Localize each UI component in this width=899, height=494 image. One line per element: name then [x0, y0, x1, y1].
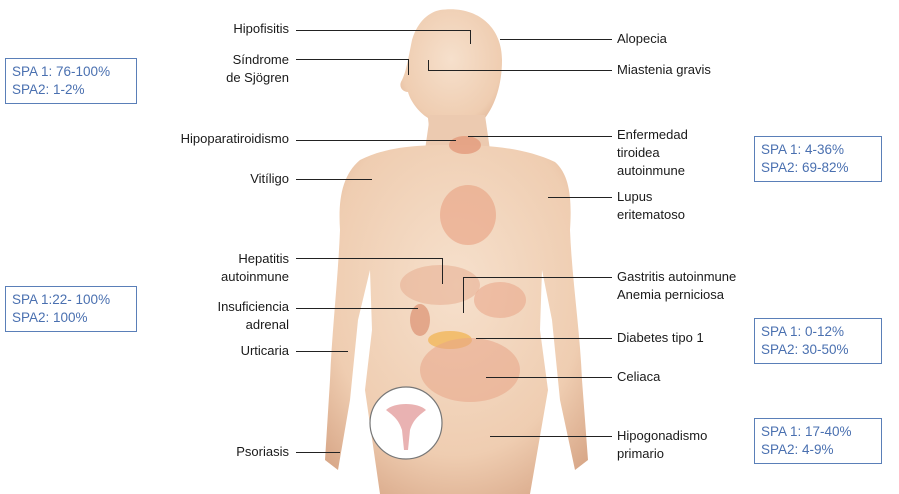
leader-miastenia-rise — [428, 60, 429, 70]
leader-hipofisitis — [296, 30, 470, 31]
liver-organ — [400, 265, 480, 305]
label-insuficiencia-line2: adrenal — [217, 316, 289, 334]
label-urticaria-text: Urticaria — [241, 343, 289, 358]
leader-hipogonadismo — [490, 436, 612, 437]
intestine-organ — [420, 338, 520, 402]
spa-box-1: SPA 1: 76-100% SPA2: 1-2% — [5, 58, 137, 104]
leader-gastritis — [463, 277, 612, 278]
spa-box-5-line2: SPA2: 4-9% — [761, 441, 875, 459]
label-gastritis-line1: Gastritis autoinmune — [617, 268, 736, 286]
label-psoriasis: Psoriasis — [236, 443, 289, 461]
thyroid-organ — [449, 136, 481, 154]
label-celiaca: Celiaca — [617, 368, 660, 386]
leader-miastenia — [428, 70, 612, 71]
spa-box-3-line1: SPA 1: 4-36% — [761, 141, 875, 159]
label-hipogonadismo: Hipogonadismo primario — [617, 427, 707, 463]
leader-alopecia — [500, 39, 612, 40]
label-tiroidea-line1: Enfermedad — [617, 126, 688, 144]
leader-urticaria — [296, 351, 348, 352]
label-hipogonadismo-line2: primario — [617, 445, 707, 463]
label-hipoparatiroidismo-text: Hipoparatiroidismo — [181, 131, 289, 146]
label-alopecia: Alopecia — [617, 30, 667, 48]
leader-vitiligo — [296, 179, 372, 180]
label-hepatitis-line1: Hepatitis — [221, 250, 289, 268]
spa-box-2-line2: SPA2: 100% — [12, 309, 130, 327]
spa-box-4-line1: SPA 1: 0-12% — [761, 323, 875, 341]
leader-psoriasis — [296, 452, 340, 453]
leader-celiaca — [486, 377, 612, 378]
spa-box-5: SPA 1: 17-40% SPA2: 4-9% — [754, 418, 882, 464]
label-gastritis: Gastritis autoinmune Anemia perniciosa — [617, 268, 736, 304]
label-tiroidea-line2: tiroidea — [617, 144, 688, 162]
spa-box-3-line2: SPA2: 69-82% — [761, 159, 875, 177]
heart-organ — [440, 185, 496, 245]
leader-gastritis-drop — [463, 277, 464, 313]
spa-box-2-line1: SPA 1:22- 100% — [12, 291, 130, 309]
human-body-illustration — [290, 0, 620, 494]
label-hepatitis-line2: autoinmune — [221, 268, 289, 286]
leader-lupus — [548, 197, 612, 198]
leader-tiroidea — [468, 136, 612, 137]
label-enfermedad-tiroidea: Enfermedad tiroidea autoinmune — [617, 126, 688, 180]
leader-hepatitis-drop — [442, 258, 443, 284]
stomach-organ — [474, 282, 526, 318]
spa-box-5-line1: SPA 1: 17-40% — [761, 423, 875, 441]
label-hipofisitis-text: Hipofisitis — [233, 21, 289, 36]
label-urticaria: Urticaria — [241, 342, 289, 360]
label-diabetes: Diabetes tipo 1 — [617, 329, 704, 347]
label-alopecia-text: Alopecia — [617, 31, 667, 46]
label-sindrome-line1: Síndrome — [226, 51, 289, 69]
spa-box-2: SPA 1:22- 100% SPA2: 100% — [5, 286, 137, 332]
label-tiroidea-line3: autoinmune — [617, 162, 688, 180]
spa-box-1-line2: SPA2: 1-2% — [12, 81, 130, 99]
label-lupus-line1: Lupus — [617, 188, 685, 206]
label-miastenia: Miastenia gravis — [617, 61, 711, 79]
label-vitiligo: Vitíligo — [250, 170, 289, 188]
spa-box-3: SPA 1: 4-36% SPA2: 69-82% — [754, 136, 882, 182]
label-hipofisitis: Hipofisitis — [233, 20, 289, 38]
leader-hipofisitis-drop — [470, 30, 471, 44]
label-hipogonadismo-line1: Hipogonadismo — [617, 427, 707, 445]
label-insuficiencia: Insuficiencia adrenal — [217, 298, 289, 334]
label-hipoparatiroidismo: Hipoparatiroidismo — [181, 130, 289, 148]
leader-sindrome-drop — [408, 59, 409, 75]
label-gastritis-line2: Anemia perniciosa — [617, 286, 736, 304]
label-sindrome-sjogren: Síndrome de Sjögren — [226, 51, 289, 87]
leader-hepatitis — [296, 258, 442, 259]
label-psoriasis-text: Psoriasis — [236, 444, 289, 459]
label-vitiligo-text: Vitíligo — [250, 171, 289, 186]
spa-box-4: SPA 1: 0-12% SPA2: 30-50% — [754, 318, 882, 364]
label-celiaca-text: Celiaca — [617, 369, 660, 384]
label-miastenia-text: Miastenia gravis — [617, 62, 711, 77]
label-sindrome-line2: de Sjögren — [226, 69, 289, 87]
leader-sindrome — [296, 59, 408, 60]
label-diabetes-text: Diabetes tipo 1 — [617, 330, 704, 345]
label-insuficiencia-line1: Insuficiencia — [217, 298, 289, 316]
spa-box-4-line2: SPA2: 30-50% — [761, 341, 875, 359]
label-lupus-line2: eritematoso — [617, 206, 685, 224]
spa-box-1-line1: SPA 1: 76-100% — [12, 63, 130, 81]
leader-insuficiencia — [296, 308, 418, 309]
label-hepatitis: Hepatitis autoinmune — [221, 250, 289, 286]
leader-hipoparatiroidismo — [296, 140, 456, 141]
label-lupus: Lupus eritematoso — [617, 188, 685, 224]
leader-diabetes — [476, 338, 612, 339]
